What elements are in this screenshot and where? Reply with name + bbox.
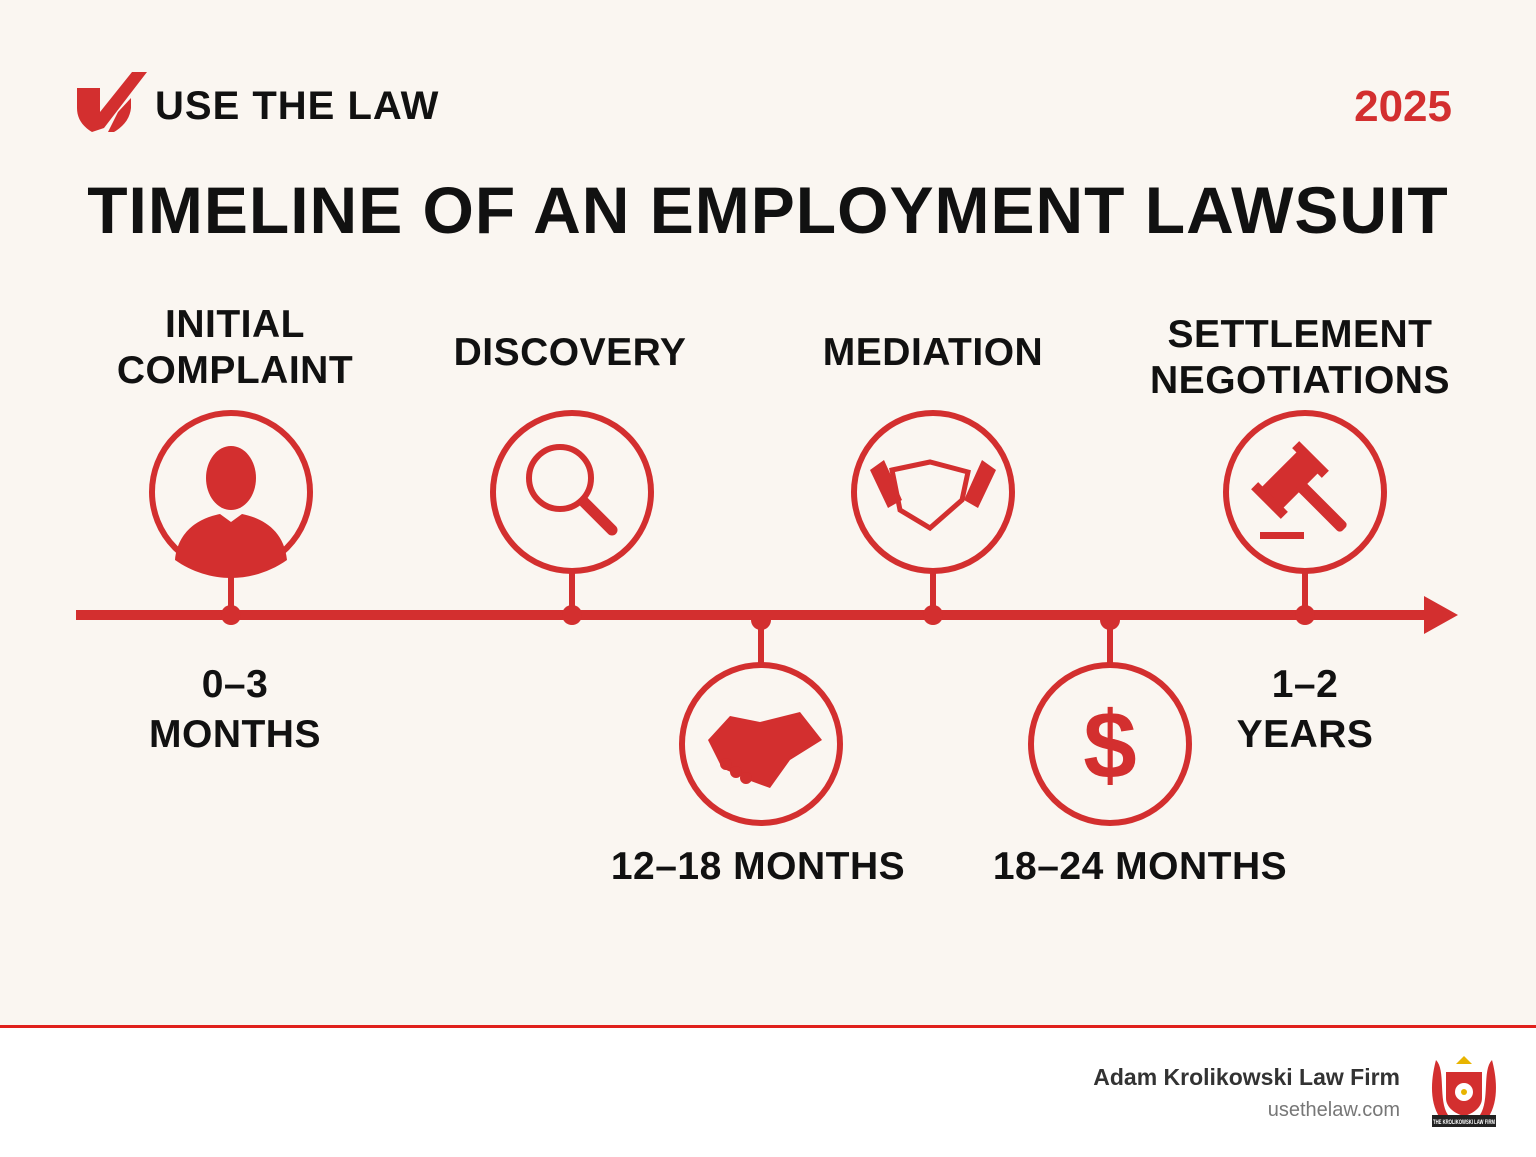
node-initial-complaint bbox=[149, 410, 313, 625]
year-label: 2025 bbox=[1354, 82, 1452, 131]
stage-label-mediation: MEDIATION bbox=[822, 331, 1044, 374]
label-line: INITIAL bbox=[165, 303, 305, 346]
label-line: 1–2 bbox=[1271, 663, 1339, 706]
stage-label-discovery: DISCOVERY bbox=[453, 331, 687, 374]
node-12-18-months bbox=[679, 620, 843, 826]
label-line: SETTLEMENT bbox=[1167, 313, 1433, 356]
page-title: TIMELINE OF AN EMPLOYMENT LAWSUIT bbox=[87, 173, 1449, 247]
time-label-1-2-years: 1–2 YEARS bbox=[1105, 660, 1505, 760]
gavel-icon bbox=[1251, 441, 1347, 539]
family-crest-icon: THE KROLIKOWSKI LAW FIRM bbox=[1432, 1056, 1496, 1127]
footer bbox=[0, 1025, 1536, 1157]
label-line: YEARS bbox=[1236, 713, 1374, 756]
stage-label-settlement: SETTLEMENT NEGOTIATIONS bbox=[1100, 312, 1500, 404]
check-shield-icon bbox=[77, 72, 147, 132]
firm-name: Adam Krolikowski Law Firm bbox=[1093, 1064, 1400, 1090]
stage-label-initial-complaint: INITIAL COMPLAINT bbox=[35, 302, 435, 394]
brand-name: USE THE LAW bbox=[155, 84, 440, 128]
label-line: NEGOTIATIONS bbox=[1150, 359, 1450, 402]
node-mediation bbox=[851, 410, 1015, 625]
label-line: COMPLAINT bbox=[116, 349, 354, 392]
crest-text: THE KROLIKOWSKI LAW FIRM bbox=[1433, 1120, 1495, 1126]
firm-url[interactable]: usethelaw.com bbox=[1267, 1099, 1400, 1121]
handshake-icon bbox=[708, 712, 822, 788]
node-settlement bbox=[1223, 410, 1387, 625]
time-label-0-3-months: 0–3 MONTHS bbox=[35, 660, 435, 760]
handshake-icon bbox=[870, 459, 996, 532]
label-line: MONTHS bbox=[149, 713, 321, 756]
time-label-12-18-months: 12–18 MONTHS bbox=[610, 845, 906, 888]
magnifying-glass-icon bbox=[526, 444, 618, 536]
time-label-18-24-months: 18–24 MONTHS bbox=[992, 845, 1288, 888]
dollar-icon: $ bbox=[1083, 692, 1136, 799]
node-18-24-months: $ bbox=[1028, 620, 1192, 826]
label-line: 0–3 bbox=[201, 663, 269, 706]
timeline-axis bbox=[76, 596, 1458, 634]
person-icon bbox=[175, 446, 287, 578]
node-discovery bbox=[490, 410, 654, 625]
